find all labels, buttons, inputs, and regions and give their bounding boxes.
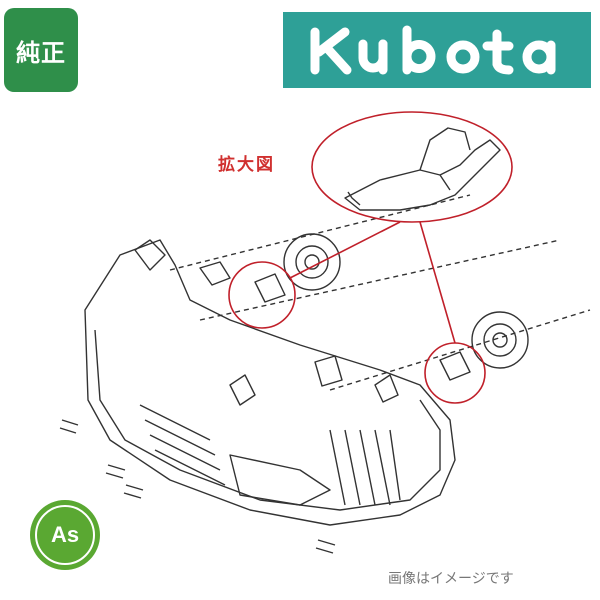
zoom-leader-right <box>419 221 456 344</box>
genuine-badge-label: 純正 <box>16 38 66 67</box>
zoom-circle-large <box>311 111 513 223</box>
zoom-view-label: 拡大図 <box>218 155 275 175</box>
kubota-logo-mark <box>310 25 556 75</box>
socket-right <box>471 311 529 369</box>
kubota-logo <box>283 12 591 88</box>
zoom-circle-bulb-left <box>228 261 296 329</box>
screw-4 <box>315 539 336 554</box>
genuine-badge: 純正 <box>4 8 78 92</box>
screw-3 <box>123 484 144 499</box>
image-disclaimer: 画像はイメージです <box>388 571 514 587</box>
bulb-detail <box>344 139 501 211</box>
as-badge-label: As <box>50 522 80 547</box>
zoom-leader-left <box>289 221 401 279</box>
as-badge: As <box>28 498 102 572</box>
screw-2 <box>105 464 126 479</box>
headlight-housing <box>84 239 456 526</box>
screw-1 <box>59 419 79 434</box>
